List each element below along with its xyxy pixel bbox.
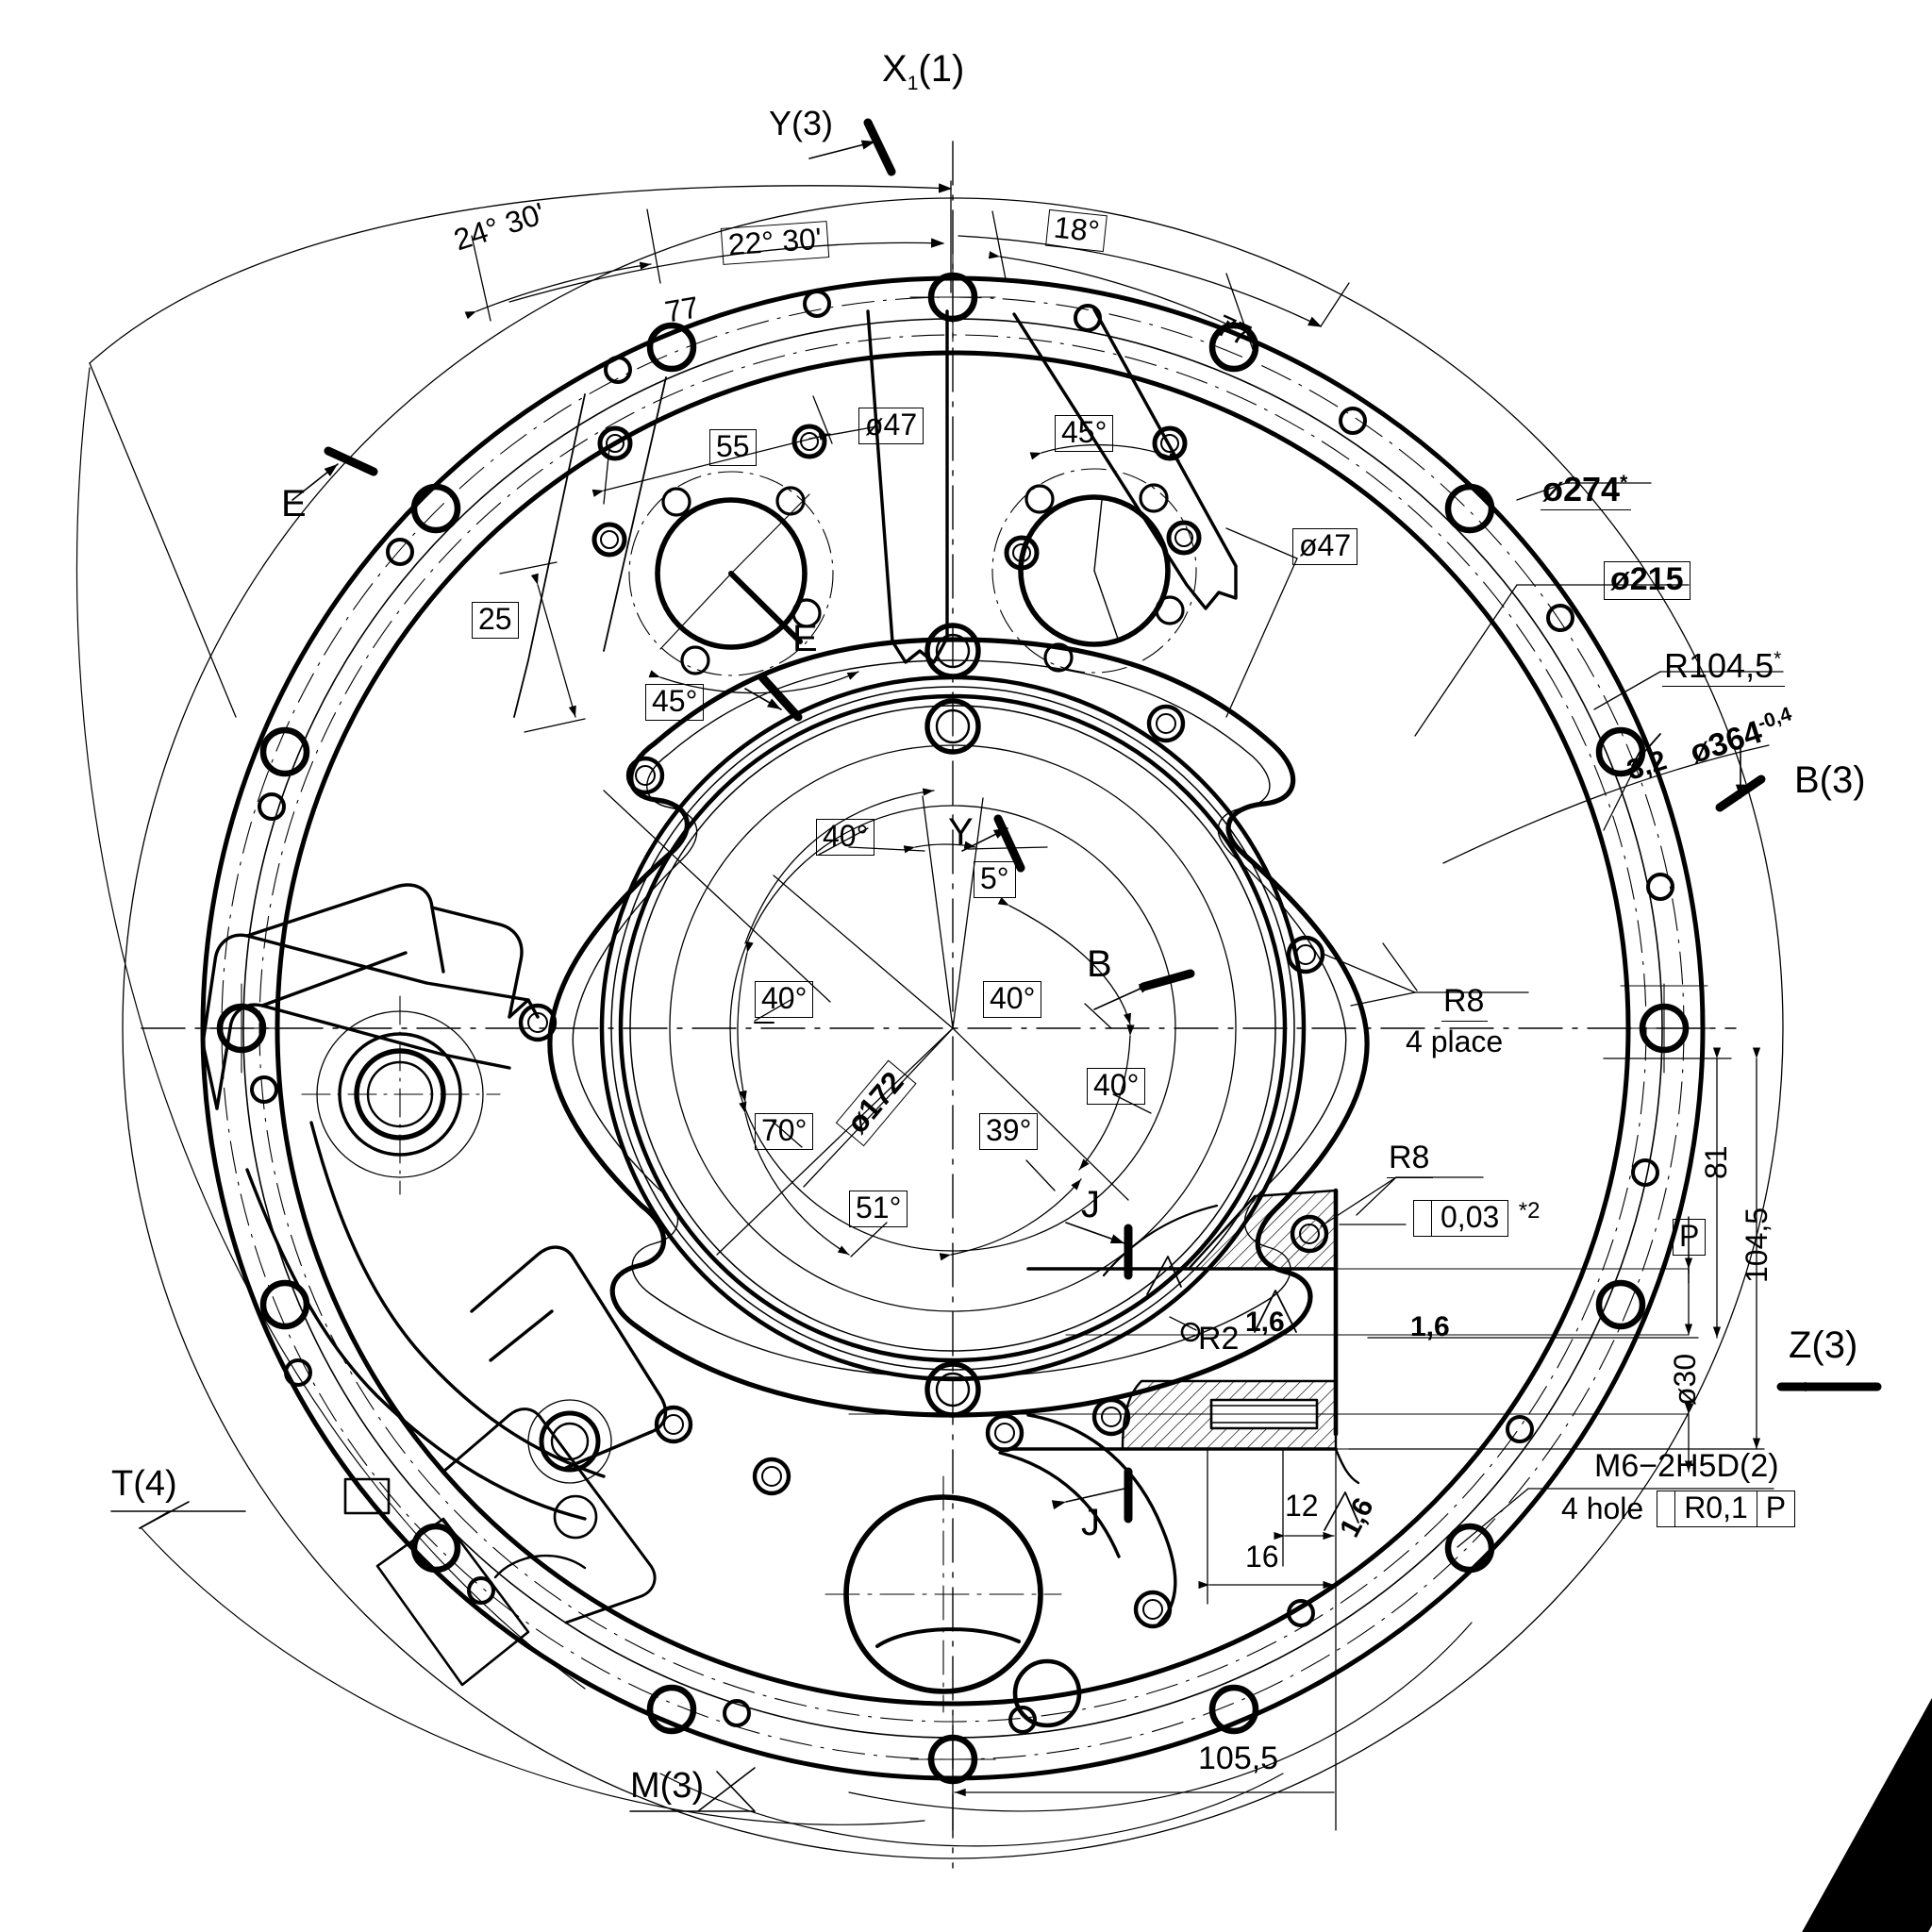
- dim-angle-40-right: 40°: [1087, 1068, 1146, 1105]
- callout-m6-thread: M6−2H5D(2): [1594, 1448, 1779, 1484]
- dim-1055: 105,5: [1198, 1740, 1279, 1776]
- view-marker-t4: T(4): [111, 1464, 177, 1504]
- v-slot-center: [866, 309, 949, 664]
- footnote-2: *2: [1518, 1198, 1541, 1224]
- hole-quantity-label: 4 hole: [1561, 1491, 1644, 1525]
- lower-small-bore: [1012, 1658, 1082, 1728]
- left-lower-bracket: [343, 1399, 657, 1687]
- dim-d215: ø215: [1604, 561, 1690, 600]
- left-bracket-assembly: [201, 883, 540, 1110]
- dim-r1045: R104,5*: [1662, 646, 1786, 687]
- dim-angle-2230: 22° 30': [720, 221, 830, 265]
- dim-77-left: 77: [662, 290, 702, 329]
- view-marker-e-inner: E: [792, 618, 818, 659]
- v-slot-left: [513, 376, 667, 718]
- dim-angle-5: 5°: [974, 861, 1016, 898]
- inner-body: [547, 637, 1370, 1418]
- right-leaders: [1146, 482, 1784, 1531]
- counterbore-pair-right: [1004, 425, 1202, 571]
- dim-angle-51: 51°: [849, 1191, 908, 1227]
- dim-16: 16: [1245, 1540, 1279, 1574]
- datum-p-box: P: [1673, 1219, 1707, 1256]
- dim-angle-39: 39°: [979, 1113, 1039, 1150]
- dim-r8-right: R8: [1441, 983, 1489, 1022]
- dim-angle-45-left: 45°: [645, 684, 705, 721]
- dim-angle-40-left: 40°: [755, 981, 814, 1018]
- lower-right-arm: [998, 1413, 1177, 1626]
- dim-angle-70: 70°: [755, 1113, 814, 1150]
- view-marker-b3: B(3): [1794, 759, 1866, 801]
- dim-angle-45-right: 45°: [1055, 415, 1114, 452]
- fcf-parallelism: 0,03 *2: [1413, 1198, 1932, 1932]
- view-marker-b-inner: B: [1087, 943, 1112, 985]
- view-marker-y3: Y(3): [769, 104, 834, 142]
- position-datum-ref: P: [1765, 1491, 1787, 1524]
- dim-12: 12: [1285, 1489, 1319, 1523]
- view-marker-e-left: E: [281, 483, 307, 525]
- dim-r8-right-note: 4 place: [1406, 1024, 1504, 1058]
- dim-angle-40-center: 40°: [983, 981, 1042, 1018]
- view-marker-j-upper: J: [1081, 1184, 1100, 1225]
- position-crosshair-icon: [1657, 1491, 1676, 1526]
- underline-leaders: [110, 1510, 756, 1812]
- part-outline-group: [76, 118, 1882, 1869]
- right-section-detail: [848, 1188, 1690, 1485]
- dim-hole-47-left: ø47: [858, 408, 924, 444]
- view-marker-z3: Z(3): [1789, 1324, 1858, 1366]
- dim-angle-18: 18°: [1045, 208, 1108, 252]
- dim-d274: ø274*: [1541, 470, 1632, 510]
- construction-arcs: [76, 367, 1473, 1847]
- inner-angle-arcs: [603, 788, 1135, 1261]
- inner-boss-holes: [518, 623, 1329, 1629]
- dim-r2: R2: [1198, 1321, 1240, 1357]
- left-bracket-boss: [301, 995, 501, 1195]
- dim-r8-lower: R8: [1387, 1140, 1434, 1178]
- left-web-profile: [245, 1121, 668, 1521]
- outer-dimension-arcs: [89, 180, 1350, 733]
- port-bore-right: [991, 468, 1197, 674]
- view-marker-y-inner: Y: [948, 811, 974, 853]
- v-slot-right: [1012, 308, 1238, 610]
- callout-m6-position: 4 hole R0,1 P: [1561, 1491, 1796, 1527]
- dim-hole-47-right: ø47: [1292, 528, 1358, 565]
- dim-25: 25: [472, 602, 519, 639]
- parallelism-tolerance-value: 0,03: [1441, 1200, 1500, 1234]
- roughness-16-b: 1,6: [1410, 1311, 1450, 1342]
- lower-bore: [824, 1475, 1062, 1713]
- roughness-16-a: 1,6: [1245, 1307, 1285, 1338]
- view-marker-m3: M(3): [630, 1766, 705, 1806]
- view-marker-j-lower: J: [1081, 1502, 1100, 1543]
- main-centerlines: [141, 141, 1737, 1869]
- dim-angle-40-tl: 40°: [816, 819, 875, 856]
- vertical-dimension-stack: [952, 1047, 1774, 1831]
- dim-55: 55: [709, 429, 757, 466]
- parallelogram-icon: [1414, 1201, 1932, 1932]
- position-tolerance-value: R0,1: [1675, 1491, 1757, 1526]
- view-marker-x1: X1(1): [882, 48, 965, 94]
